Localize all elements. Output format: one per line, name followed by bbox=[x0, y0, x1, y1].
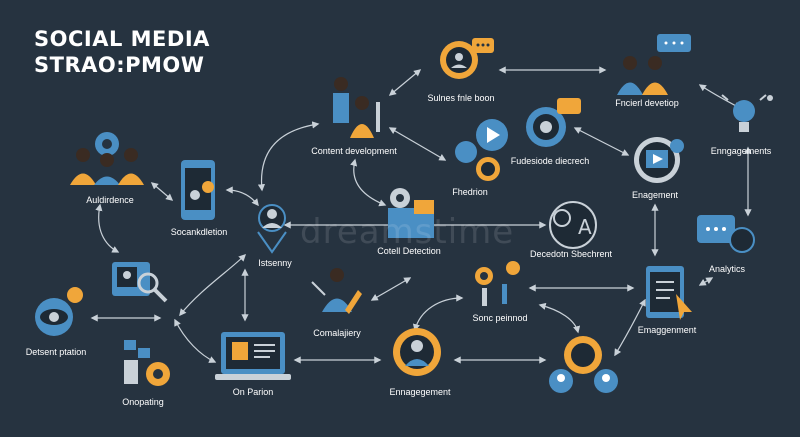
lightbulb-icon bbox=[721, 94, 773, 132]
arrow-content-cotell bbox=[350, 158, 387, 207]
label-content-development: Content development bbox=[311, 146, 397, 156]
svg-text:A: A bbox=[578, 215, 592, 239]
arrow-decision-engagement bbox=[573, 127, 630, 156]
label-decision: Fudesiode diecrech bbox=[510, 156, 590, 166]
label-engagement-right: Enagement bbox=[631, 190, 679, 200]
label-platform: Fhedrion bbox=[452, 187, 488, 197]
analytics-chat-icon bbox=[697, 215, 755, 253]
eye-gear-icon bbox=[35, 287, 83, 336]
arrow-emag-analytics bbox=[698, 277, 714, 286]
diagram-title: SOCIAL MEDIA STRAO:PMOW bbox=[34, 26, 210, 78]
arrow-sonc-bottom bbox=[538, 302, 581, 334]
strategy-person-icon bbox=[257, 204, 287, 254]
arrow-content-platform bbox=[388, 127, 447, 161]
label-business: Sulnes fnle boon bbox=[427, 93, 495, 103]
gear-folder-icon bbox=[388, 188, 434, 238]
figures-keys-icon bbox=[475, 261, 520, 306]
label-decision-sbchrent: Decedotn Sbechrent bbox=[529, 249, 613, 259]
label-analytics: Analytics bbox=[708, 264, 746, 274]
title-line-2: STRAO:PMOW bbox=[34, 53, 205, 77]
phone-icon bbox=[181, 160, 215, 220]
watermark: dreamstime bbox=[300, 212, 515, 252]
arrow-complacy-cotell bbox=[370, 277, 412, 301]
platform-play-icon bbox=[455, 119, 508, 181]
title-line-1: SOCIAL MEDIA bbox=[34, 27, 210, 51]
label-on-parion: On Parion bbox=[232, 387, 274, 397]
gears-blocks-icon bbox=[124, 340, 170, 386]
laptop-icon bbox=[215, 332, 291, 380]
tablet-cursor-icon bbox=[646, 266, 692, 320]
arrow-search-onparion bbox=[174, 318, 217, 363]
arrow-strategy-content bbox=[257, 121, 320, 192]
label-emaggement: Emaggenment bbox=[637, 325, 697, 335]
connector-arrows bbox=[90, 66, 752, 364]
arrow-people-emag bbox=[614, 298, 646, 357]
label-complacy: Comalajiery bbox=[313, 328, 361, 338]
label-engagements: Enngagements bbox=[710, 146, 772, 156]
label-cotell-detection: Cotell Detection bbox=[377, 246, 441, 256]
label-social-selection: Socankdletion bbox=[170, 227, 228, 237]
arrow-audience-search bbox=[95, 203, 120, 253]
arrow-audience-social bbox=[150, 182, 174, 201]
label-strategy: Istsenny bbox=[258, 258, 292, 268]
arrow-content-business bbox=[388, 69, 422, 96]
label-enngagement-bottom: Ennagegement bbox=[389, 387, 451, 397]
label-expert-development: Fncierl devetiop bbox=[615, 98, 679, 108]
arrow-expert-engagements bbox=[698, 84, 742, 109]
people-cluster-icon bbox=[549, 336, 618, 393]
letter-a-icon: A bbox=[549, 201, 597, 249]
arrow-social-strategy bbox=[225, 186, 259, 207]
search-profile-icon bbox=[112, 262, 168, 303]
arrow-search-strategy bbox=[179, 253, 247, 317]
target-icon bbox=[526, 98, 581, 147]
arrow-enngagement-sonc bbox=[412, 294, 464, 332]
chat-bubble-icon bbox=[440, 38, 494, 79]
audience-icon bbox=[70, 132, 144, 185]
label-onpating: Onopating bbox=[122, 397, 164, 407]
business-people-icon bbox=[333, 77, 380, 138]
engagement-play-icon bbox=[634, 137, 684, 183]
label-audience: Auldirdence bbox=[86, 195, 134, 205]
label-sonc: Sonc peinnod bbox=[472, 313, 528, 323]
gear-person-icon bbox=[393, 328, 441, 376]
expert-people-icon bbox=[617, 34, 691, 95]
person-pen-icon bbox=[311, 268, 362, 314]
label-detection: Detsent ptation bbox=[25, 347, 87, 357]
